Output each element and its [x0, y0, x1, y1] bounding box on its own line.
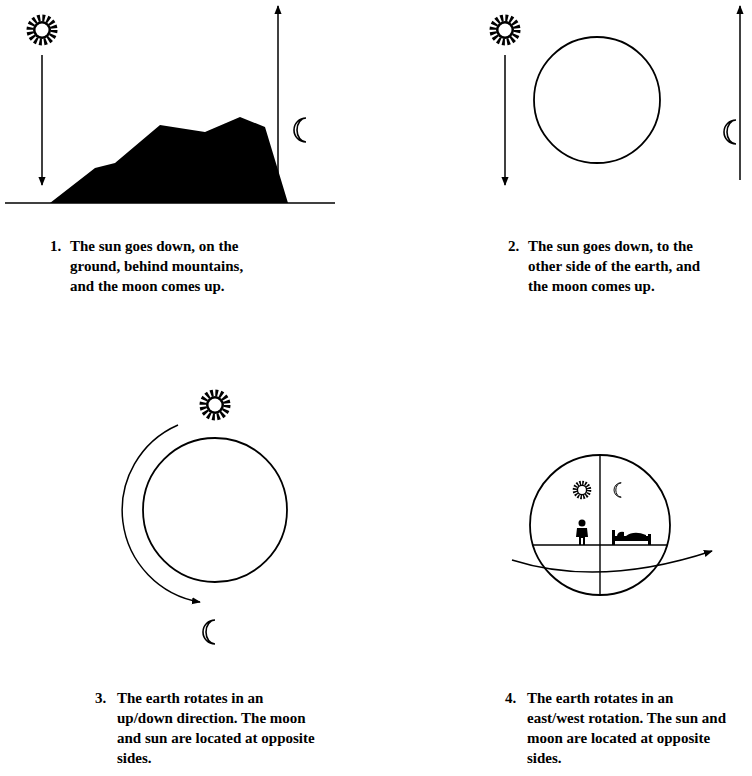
sun-symbol — [203, 393, 227, 417]
sun-symbol — [575, 483, 589, 497]
rotation-arrow — [512, 551, 712, 572]
caption-number: 3. — [95, 688, 117, 708]
down-arrow — [504, 55, 506, 185]
sun-symbol — [30, 18, 54, 42]
down-arrow — [41, 55, 43, 185]
caption-text: The earth rotates in an east/west rotati… — [527, 688, 732, 768]
divider-line — [599, 455, 600, 595]
caption-text: The sun goes down, to the other side of … — [528, 236, 718, 296]
earth-circle — [143, 438, 287, 582]
caption-number: 2. — [508, 236, 530, 256]
moon-symbol — [294, 118, 306, 142]
ground-line — [5, 202, 335, 204]
bed-figure — [612, 530, 651, 545]
moon-symbol — [203, 620, 215, 644]
person-figure — [576, 520, 588, 546]
sun-symbol — [493, 18, 517, 42]
earth-circle — [530, 455, 670, 595]
moon-symbol — [724, 120, 736, 144]
rotation-arrow — [122, 425, 200, 602]
ground-line — [533, 544, 667, 545]
caption-number: 4. — [505, 688, 527, 708]
caption-text: The sun goes down, on the ground, behind… — [70, 236, 255, 296]
up-arrow — [277, 6, 279, 180]
earth-circle — [534, 37, 660, 163]
caption-text: The earth rotates in an up/down directio… — [117, 688, 322, 768]
moon-symbol — [614, 483, 621, 497]
caption-number: 1. — [50, 236, 72, 256]
mountain — [50, 117, 288, 203]
up-arrow — [739, 6, 741, 180]
